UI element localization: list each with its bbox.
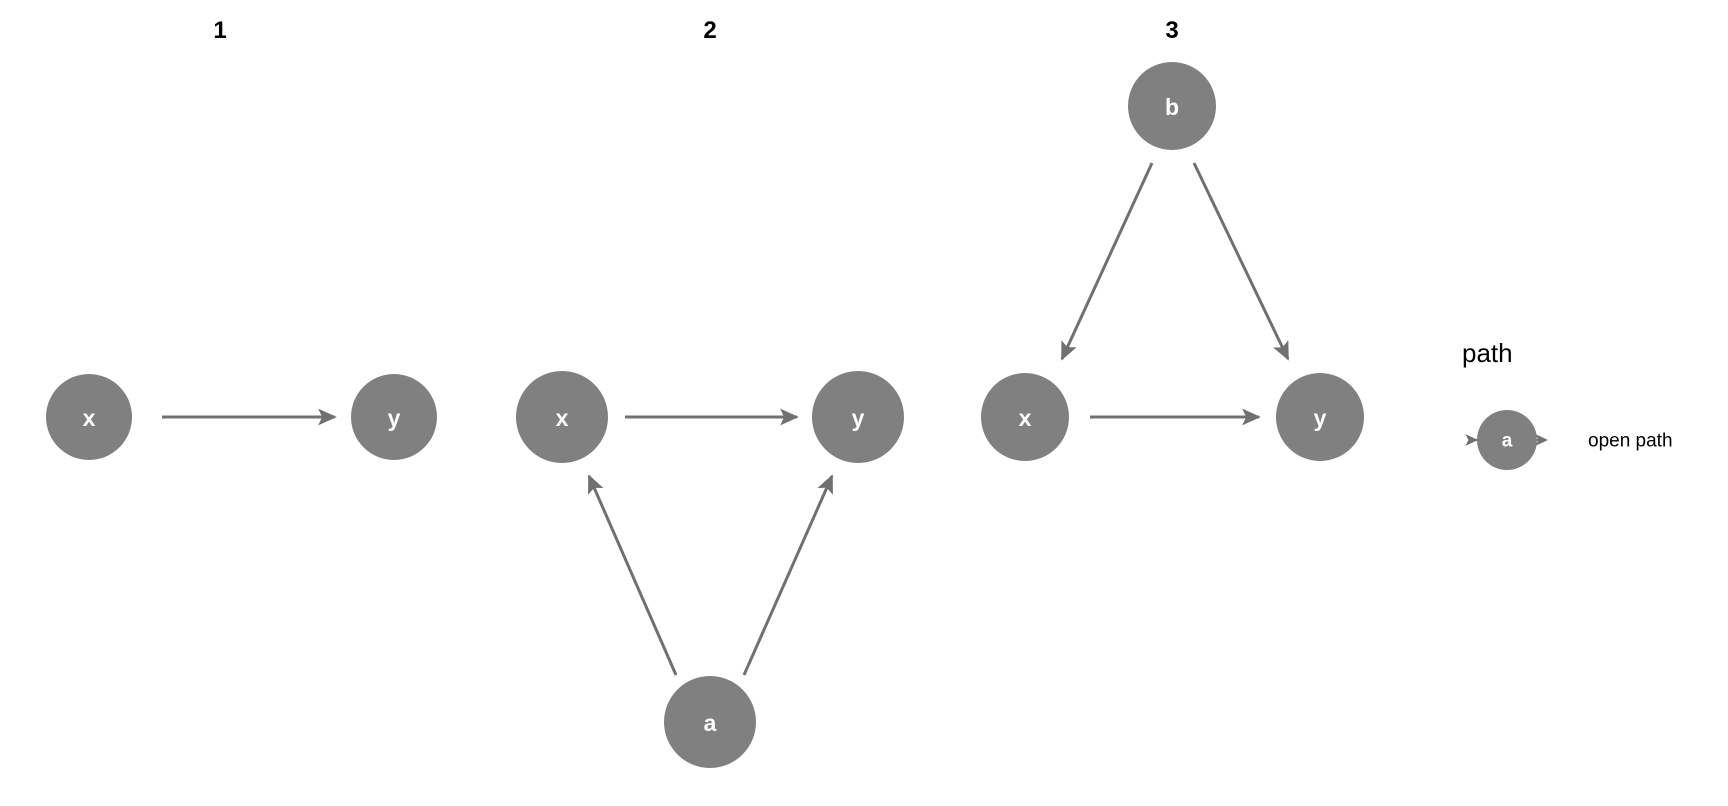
panel-2-node-a[interactable]: a [664, 676, 756, 768]
node-label-x: x [556, 405, 569, 431]
node-circle-x[interactable] [981, 373, 1069, 461]
node-label-x: x [1019, 405, 1032, 431]
node-label-x: x [83, 405, 96, 431]
legend-entry-open-path[interactable]: a open path [1465, 410, 1673, 470]
panel-2-edges [587, 408, 834, 676]
node-label-y: y [852, 405, 865, 431]
panel-2-node-y[interactable]: y [812, 371, 904, 463]
panel-2-title: 2 [703, 17, 716, 44]
panel-1-title: 1 [213, 17, 226, 44]
legend-node-circle-a[interactable] [1477, 410, 1537, 470]
panel-3-node-x[interactable]: x [981, 373, 1069, 461]
node-circle-y[interactable] [1276, 373, 1364, 461]
panel-2-node-x[interactable]: x [516, 371, 608, 463]
legend-node-label-a: a [1502, 431, 1513, 452]
panel-3-title: 3 [1165, 17, 1178, 44]
panel-1: 1 x y [46, 17, 437, 460]
node-circle-y[interactable] [351, 374, 437, 460]
legend: path a open path [1462, 338, 1673, 470]
edge-b-to-x [1060, 162, 1154, 361]
edge-b-to-y [1192, 162, 1290, 361]
node-label-a: a [704, 710, 717, 736]
node-circle-a[interactable] [664, 676, 756, 768]
panel-3-edges [1060, 162, 1290, 426]
legend-entry-label: open path [1588, 431, 1673, 452]
edge-a-to-x [587, 474, 678, 676]
panel-3-node-y[interactable]: y [1276, 373, 1364, 461]
panel-1-node-y[interactable]: y [351, 374, 437, 460]
node-circle-b[interactable] [1128, 62, 1216, 150]
node-label-y: y [1314, 405, 1327, 431]
panel-1-node-x[interactable]: x [46, 374, 132, 460]
panel-3: 3 b x y [981, 17, 1364, 461]
edge-a-to-y [742, 474, 834, 676]
node-label-y: y [388, 405, 401, 431]
node-circle-x[interactable] [516, 371, 608, 463]
node-circle-x[interactable] [46, 374, 132, 460]
node-circle-y[interactable] [812, 371, 904, 463]
node-label-b: b [1165, 94, 1179, 120]
panel-2: 2 x y a [516, 17, 904, 768]
legend-title: path [1462, 338, 1513, 368]
panel-3-node-b[interactable]: b [1128, 62, 1216, 150]
